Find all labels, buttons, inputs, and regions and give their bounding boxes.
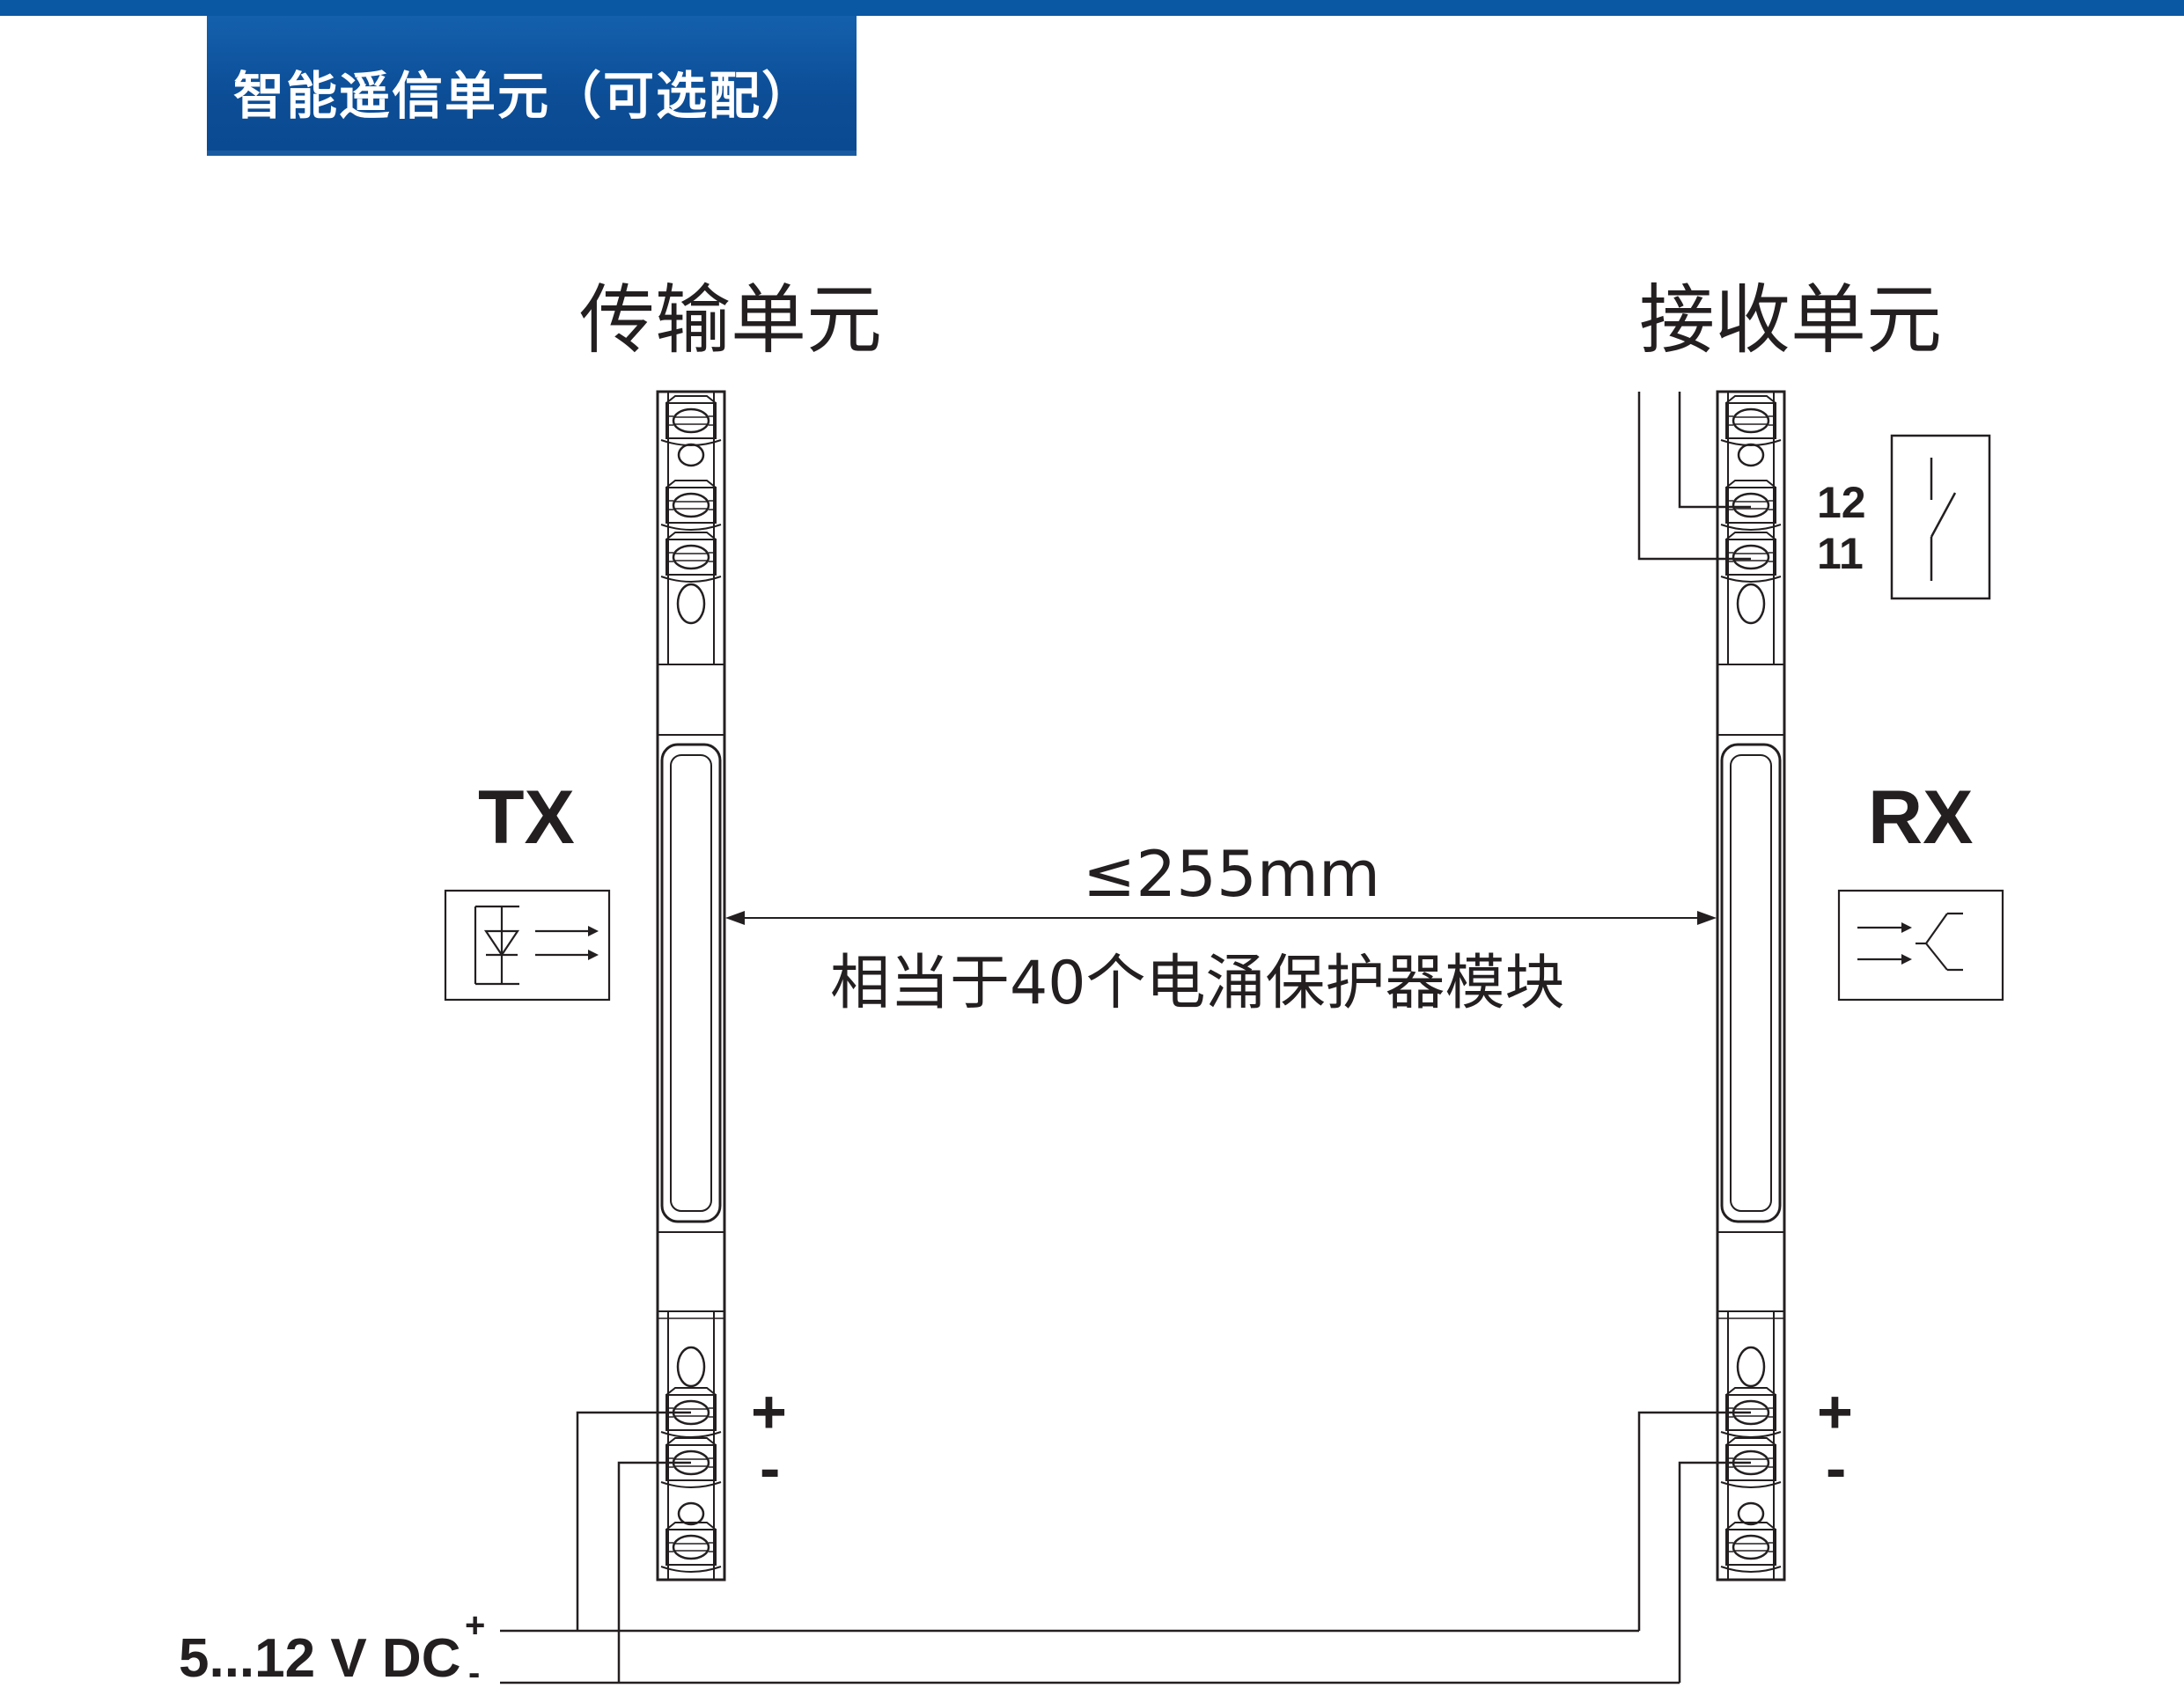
rx-minus-label: -	[1826, 1434, 1846, 1502]
rx-hole-4	[1737, 1501, 1765, 1526]
tx-terminal-2	[659, 479, 723, 532]
relay-contact-icon	[1890, 434, 1991, 600]
supply-voltage: 5...12 V DC	[179, 1628, 460, 1688]
transmitter-title: 传输单元	[579, 276, 882, 364]
rx-terminal-4	[1719, 1521, 1783, 1574]
receiver-title: 接收单元	[1639, 276, 1942, 364]
section-title-tab: 智能遥信单元（可选配）	[207, 16, 857, 150]
rx-terminal-12	[1719, 479, 1783, 532]
rx-terminal-1	[1719, 394, 1783, 447]
receiver-module	[1716, 390, 1786, 1582]
relay-wiring	[1637, 392, 1751, 561]
tx-hole-1	[677, 443, 705, 467]
distance-label: ≤255mm	[1083, 837, 1380, 911]
tx-plus-label: +	[751, 1377, 787, 1446]
distance-arrow	[725, 911, 1717, 925]
supply-minus: -	[468, 1654, 480, 1688]
rx-code: RX	[1868, 775, 1973, 860]
tx-terminal-1	[659, 394, 723, 447]
rx-hole-1	[1737, 443, 1765, 467]
photo-receiver-icon	[1837, 889, 2004, 1002]
rx-hole-3	[1736, 1346, 1766, 1388]
relay-pin-11: 11	[1817, 529, 1864, 578]
transmitter-module	[656, 390, 726, 1582]
led-emitter-icon	[444, 889, 611, 1002]
section-title: 智能遥信单元（可选配）	[233, 66, 815, 126]
tx-code: TX	[478, 775, 575, 860]
tx-minus-label: -	[760, 1434, 780, 1502]
tx-hole-4	[677, 1501, 705, 1526]
header-rule	[0, 0, 2184, 16]
rx-plus-label: +	[1817, 1377, 1853, 1446]
module-equivalence-note: 相当于40个电涌保护器模块	[830, 949, 1565, 1018]
tx-hole-2	[676, 583, 706, 625]
rx-hole-2	[1736, 583, 1766, 625]
relay-pin-12: 12	[1817, 478, 1866, 527]
tx-terminal-4	[659, 1521, 723, 1574]
rx-terminal-11	[1719, 531, 1783, 583]
power-wiring	[500, 1411, 1751, 1684]
tx-hole-3	[676, 1346, 706, 1388]
supply-plus: +	[465, 1606, 485, 1645]
tx-terminal-3	[659, 531, 723, 583]
